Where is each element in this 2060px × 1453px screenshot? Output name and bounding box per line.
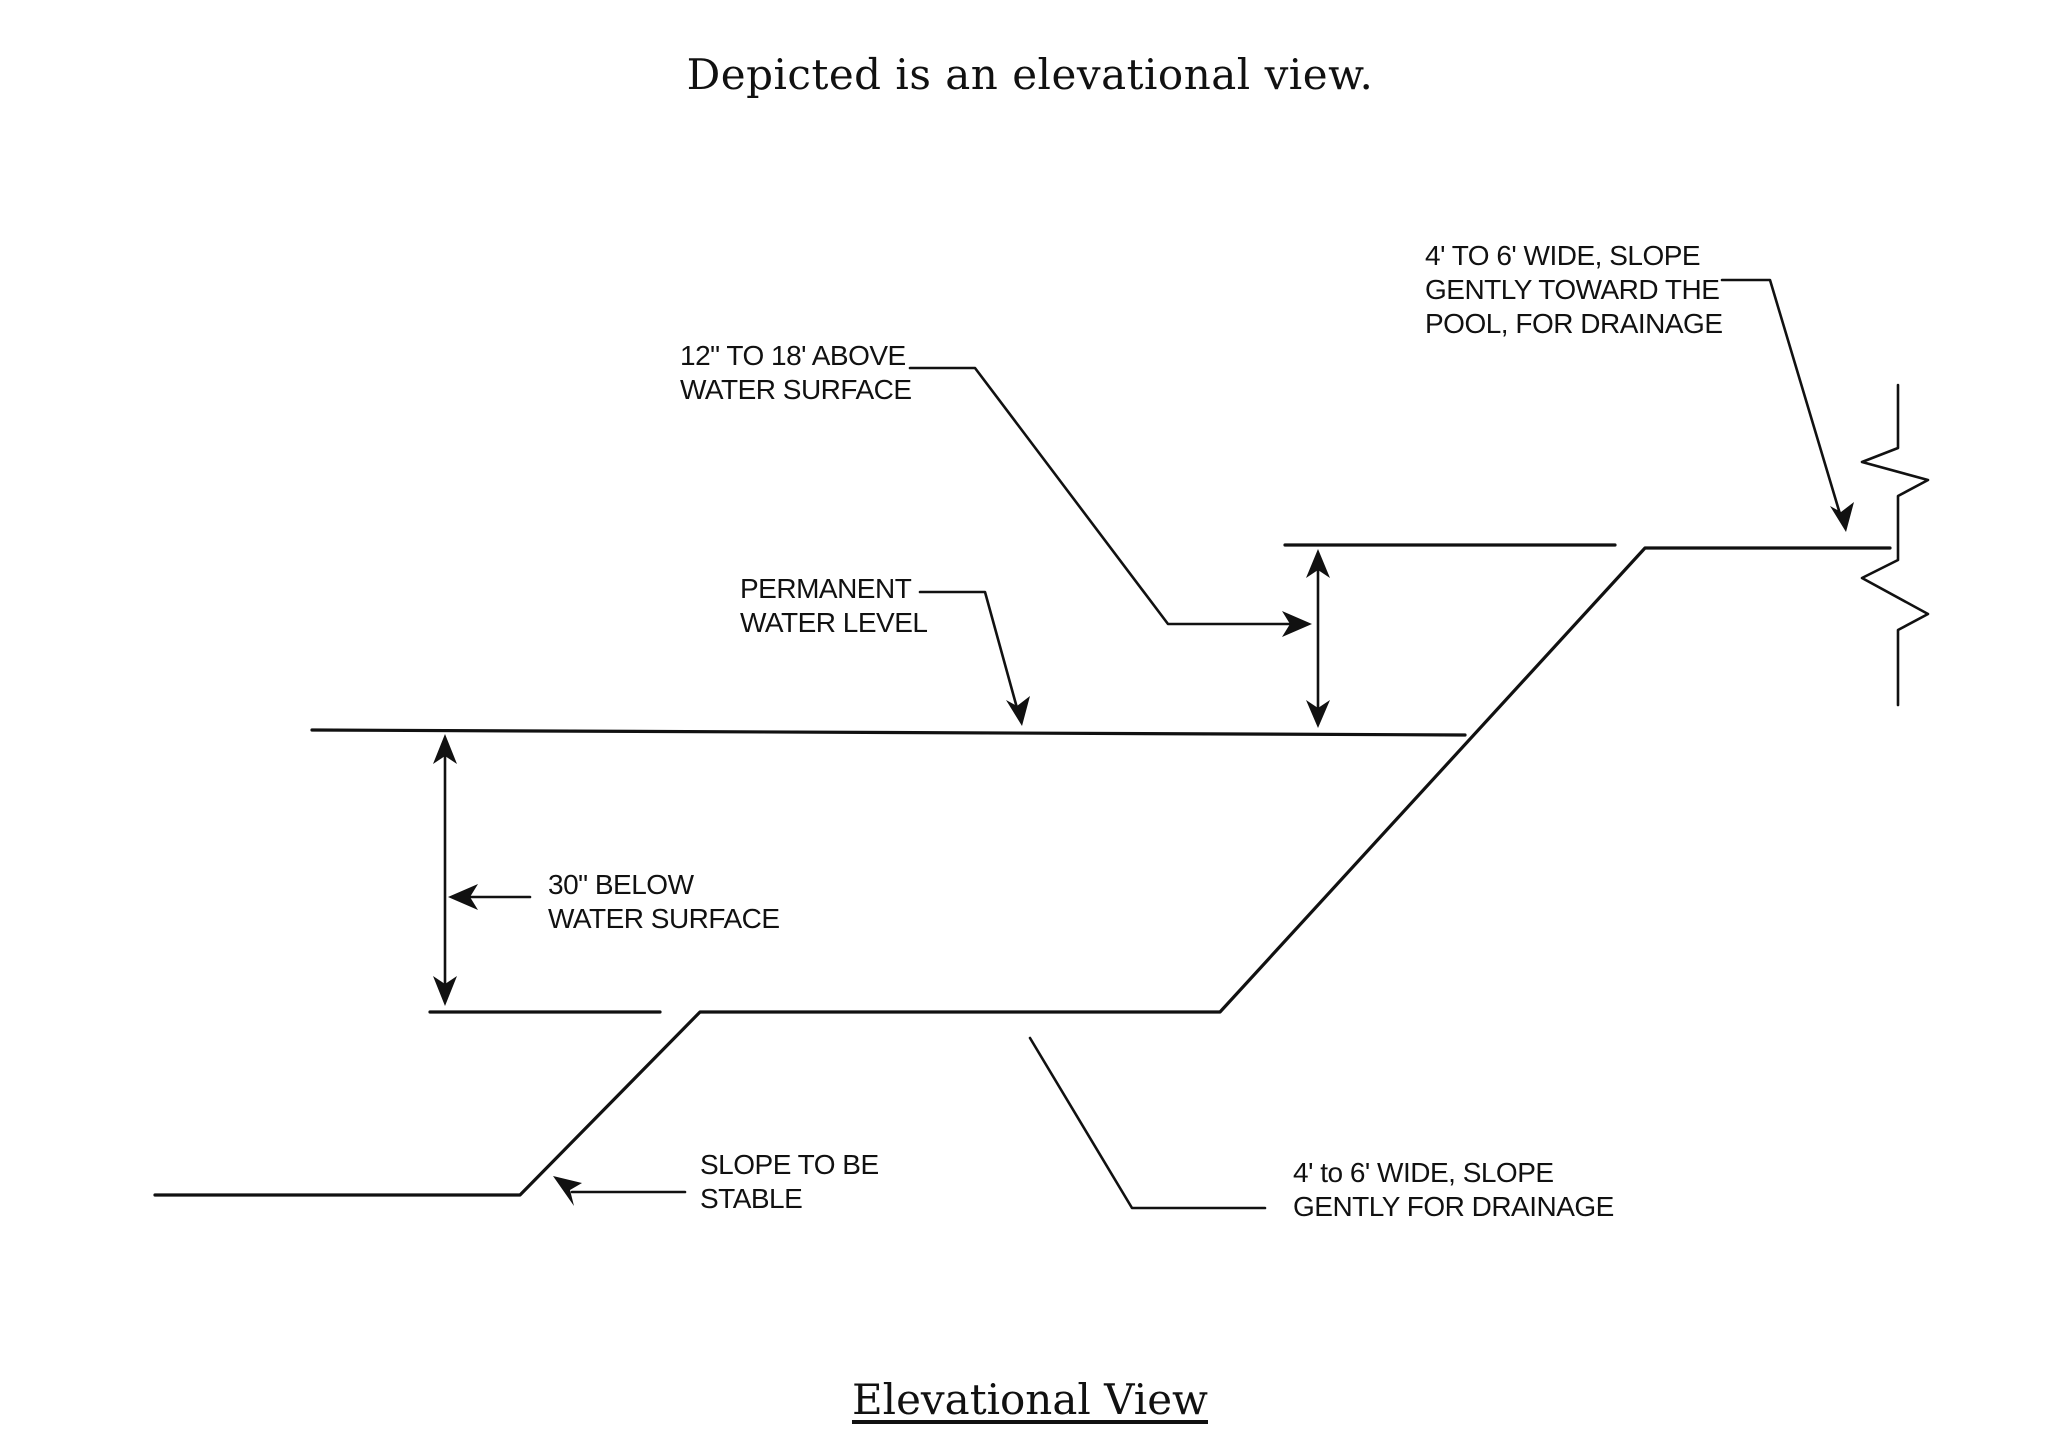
top-bench-leader [1720,278,1854,532]
below-water-dimension [433,734,532,1006]
figure-title-text: Elevational View [851,1375,1208,1424]
arrow-head-up [1306,549,1330,578]
leader-arrow-head [448,884,478,910]
break-line-symbol [1860,383,1930,707]
pond-profile [153,543,1892,1197]
arrow-head-down [433,976,457,1006]
permanent-level-leader [918,590,1030,726]
slope-leader [553,1176,687,1206]
label-above-water: 12" TO 18' ABOVE WATER SURFACE [680,340,913,405]
label-permanent-water-level: PERMANENT WATER LEVEL [740,573,927,638]
label-below-water: 30" BELOW WATER SURFACE [548,869,780,934]
figure-caption: Depicted is an elevational view. [686,50,1374,99]
above-water-dimension [908,366,1330,728]
leader-arrow-head [1282,611,1312,637]
label-bottom-bench: 4' to 6' WIDE, SLOPE GENTLY FOR DRAINAGE [1293,1157,1614,1222]
lower-ground-line [153,546,1892,1197]
label-top-bench: 4' TO 6' WIDE, SLOPE GENTLY TOWARD THE P… [1425,240,1727,339]
arrow-head-up [433,734,457,764]
permanent-water-level-line [310,728,1467,737]
label-slope-stable: SLOPE TO BE STABLE [700,1149,886,1214]
figure-title: Elevational View [0,1375,2060,1424]
bottom-bench-leader [1028,1036,1267,1210]
arrow-head-down [1306,700,1330,728]
